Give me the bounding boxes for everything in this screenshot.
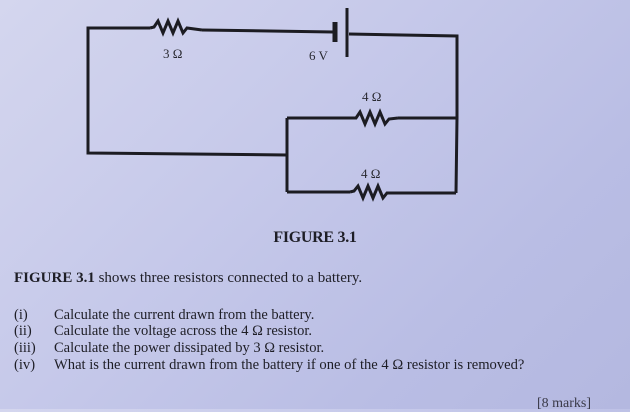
figure-caption: FIGURE 3.1 [273, 229, 357, 246]
circuit-diagram: 3 Ω 6 V 4 Ω 4 Ω [86, 8, 459, 202]
intro-text: FIGURE 3.1 shows three resistors connect… [14, 270, 362, 287]
resistor-3-ohm-label: 3 Ω [163, 46, 182, 61]
question-number: (i) [14, 307, 28, 323]
resistor-4-ohm-lower [349, 182, 396, 202]
intro-body: shows three resistors connected to a bat… [94, 270, 363, 286]
question-i: (i) Calculate the current drawn from the … [14, 307, 314, 324]
question-number: (ii) [14, 323, 32, 339]
resistor-4-ohm-lower-label: 4 Ω [361, 166, 380, 181]
question-text: What is the current drawn from the batte… [54, 357, 525, 373]
question-text: Calculate the current drawn from the bat… [54, 307, 315, 323]
intro-figure-ref: FIGURE 3.1 [14, 270, 95, 286]
wire-upper-branch-right [398, 116, 459, 194]
question-ii: (ii) Calculate the voltage across the 4 Ω… [14, 323, 312, 340]
resistor-4-ohm-upper-label: 4 Ω [362, 89, 381, 104]
resistor-4-ohm-upper [352, 108, 399, 128]
question-iv: (iv) What is the current drawn from the b… [14, 357, 524, 374]
wire-left [86, 26, 288, 157]
marks-allocation: [8 marks] [537, 396, 592, 411]
battery-voltage-label: 6 V [309, 48, 329, 63]
wire-battery-right [348, 32, 459, 118]
resistor-3-ohm [149, 17, 203, 37]
question-text: Calculate the voltage across the 4 Ω res… [54, 323, 313, 339]
wire-top-to-battery [201, 28, 334, 34]
question-text: Calculate the power dissipated by 3 Ω re… [54, 340, 325, 356]
question-iii: (iii) Calculate the power dissipated by 3… [14, 340, 324, 357]
question-number: (iii) [14, 340, 36, 356]
question-number: (iv) [14, 357, 36, 373]
